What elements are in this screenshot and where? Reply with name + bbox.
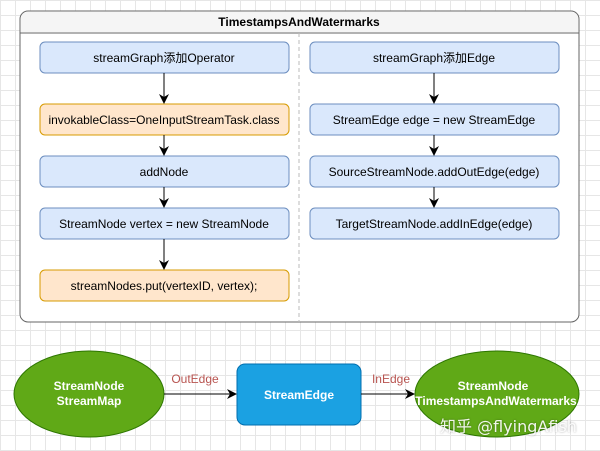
source-node-line2: StreamMap xyxy=(57,394,122,408)
right-column: streamGraph添加Edge StreamEdge edge = new … xyxy=(309,41,560,240)
left-column: streamGraph添加Operator invokableClass=One… xyxy=(39,41,290,302)
right-box-4 xyxy=(309,207,560,240)
stream-edge-label: StreamEdge xyxy=(264,388,334,402)
container-header-bg xyxy=(21,12,578,32)
container-title: TimestampsAndWatermarks xyxy=(218,15,380,29)
target-node-line2: TimestampsAndWatermarks xyxy=(415,394,577,408)
left-box-5 xyxy=(39,269,290,302)
right-box-1-label: streamGraph添加Edge xyxy=(373,51,495,65)
container-group: TimestampsAndWatermarks xyxy=(19,10,580,323)
source-node-line1: StreamNode xyxy=(54,379,125,393)
out-edge-label: OutEdge xyxy=(171,372,219,386)
target-stream-node xyxy=(414,350,580,438)
right-box-3-label: SourceStreamNode.addOutEdge(edge) xyxy=(329,165,540,179)
in-edge-label: InEdge xyxy=(372,372,410,386)
left-box-1-label: streamGraph添加Operator xyxy=(93,51,234,65)
right-box-4-label: TargetStreamNode.addInEdge(edge) xyxy=(336,217,533,231)
left-box-2-label: invokableClass=OneInputStreamTask.class xyxy=(48,113,279,127)
left-box-4-label: StreamNode vertex = new StreamNode xyxy=(59,217,269,231)
left-box-3-label: addNode xyxy=(140,165,189,179)
right-box-2-label: StreamEdge edge = new StreamEdge xyxy=(333,113,536,127)
watermark-text: 知乎 @flyingAfish xyxy=(440,417,577,436)
target-node-line1: StreamNode xyxy=(458,379,529,393)
left-box-5-label: streamNodes.put(vertexID, vertex); xyxy=(71,279,258,293)
bottom-flow: StreamNode StreamMap StreamEdge StreamNo… xyxy=(13,350,580,438)
